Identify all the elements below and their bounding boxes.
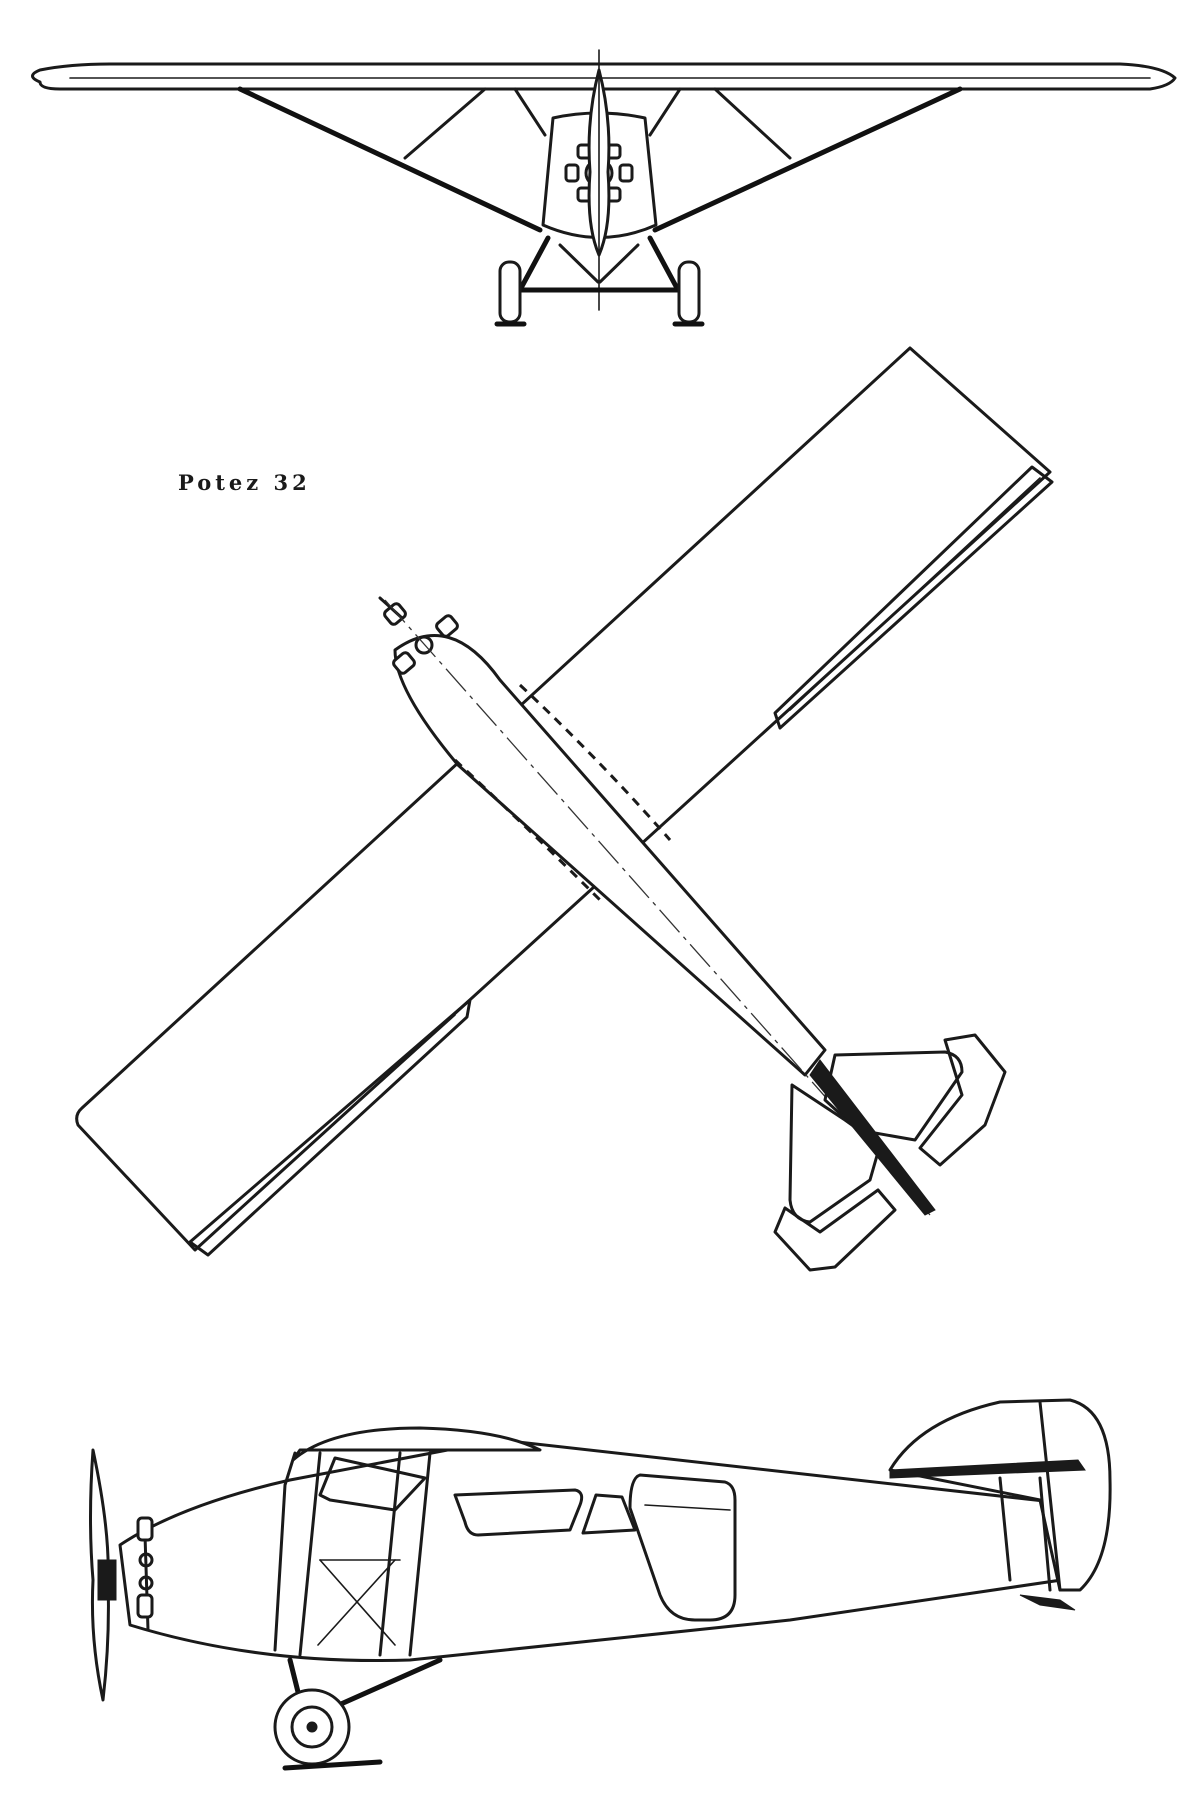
front-left-cabane [513,87,547,137]
front-cylinder [618,163,634,183]
front-left-gear-leg [517,235,551,293]
front-right-jury-strut [713,87,792,160]
side-cabin-window [581,1493,637,1535]
side-spinner [97,1559,117,1601]
plan-right-aileron [773,465,1054,730]
front-left-jury-strut [403,87,487,160]
front-cylinder [564,163,580,183]
plan-cylinder [435,614,459,638]
plan-left-aileron [188,998,472,1257]
side-cabin-door [628,1473,737,1622]
plan-spinner [414,635,434,655]
side-cabin-window [453,1488,584,1537]
side-cylinder [138,1575,154,1591]
plan-cylinder [392,651,416,675]
side-wing [291,1426,542,1462]
plan-elevator [918,1033,1007,1167]
front-left-wing-strut [237,86,543,233]
side-cabin-frame [273,1451,432,1657]
front-wing [31,62,1177,91]
side-cylinder [136,1593,154,1619]
front-right-wheel [677,260,701,324]
plan-elevator [773,1188,897,1272]
side-ground-line [282,1759,383,1771]
plan-fin [809,1059,936,1216]
front-view [31,49,1177,327]
side-tailplane [889,1459,1086,1479]
front-right-wing-strut [652,86,963,233]
plan-fuselage [393,634,827,1077]
drawing-title: Potez 32 [178,470,311,495]
plan-view [75,346,1054,1272]
front-right-cabane [648,87,682,137]
side-windshield [318,1456,427,1512]
side-rudder-hinge [1038,1400,1062,1592]
side-view [89,1398,1112,1771]
side-cylinder [138,1552,154,1568]
plan-fuselage-hidden-line [453,758,602,902]
front-right-gear-leg [647,235,681,293]
side-cylinder [136,1516,154,1542]
side-tail-skid [1019,1594,1076,1611]
front-left-wheel [498,260,522,324]
